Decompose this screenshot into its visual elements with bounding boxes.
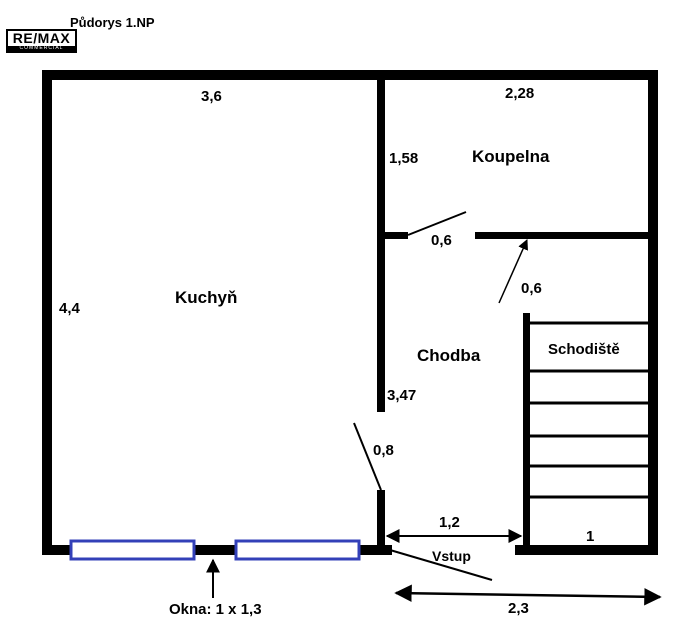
- logo-sub: COMMERCIAL: [8, 46, 75, 51]
- page-title: Půdorys 1.NP: [70, 15, 155, 30]
- dim-kitchen-width: 3,6: [201, 88, 222, 105]
- dim-hall-length: 3,47: [387, 387, 416, 404]
- logo-brand: RE/MAX: [12, 30, 71, 46]
- kitchen-door-swing: [353, 422, 382, 491]
- dim-bathroom-door: 0,6: [431, 232, 452, 249]
- wall-bottom-right: [515, 545, 658, 555]
- dim-kitchen-depth: 4,4: [59, 300, 81, 317]
- wall-right: [648, 70, 658, 555]
- wall-kitchen-hall-upper: [377, 75, 385, 412]
- dim-bathroom-width: 2,28: [505, 85, 534, 102]
- windows-note: Okna: 1 x 1,3: [169, 601, 262, 618]
- room-label-kitchen: Kuchyň: [175, 288, 237, 307]
- room-label-hall: Chodba: [417, 346, 481, 365]
- wall-bottom-left: [42, 545, 392, 555]
- wall-left: [42, 70, 52, 555]
- window-left: [69, 539, 196, 561]
- room-label-stairs: Schodiště: [548, 341, 620, 358]
- bathroom-door-swing: [407, 211, 467, 236]
- bathroom-door-arrow: [498, 239, 528, 304]
- dim-stairs-bottom: 1: [586, 528, 594, 545]
- entrance-door-swing: [389, 549, 493, 581]
- stairs-stringer: [523, 313, 530, 550]
- dim-entrance-width: 1,2: [439, 514, 460, 531]
- window-right: [234, 539, 361, 561]
- wall-bathroom-left-stub: [385, 232, 408, 239]
- wall-top: [42, 70, 658, 80]
- dim-kitchen-door: 0,8: [373, 442, 394, 459]
- remax-logo: RE/MAX COMMERCIAL: [6, 29, 77, 53]
- wall-bathroom-bottom: [475, 232, 653, 239]
- wall-kitchen-hall-lower: [377, 490, 385, 550]
- dim-hall-door: 0,6: [521, 280, 542, 297]
- dim-overall-entrance: 2,3: [508, 600, 529, 617]
- room-label-entrance: Vstup: [432, 548, 471, 564]
- room-label-bathroom: Koupelna: [472, 147, 550, 166]
- overall-entrance-arrow: [394, 584, 662, 606]
- dim-bathroom-depth: 1,58: [389, 150, 418, 167]
